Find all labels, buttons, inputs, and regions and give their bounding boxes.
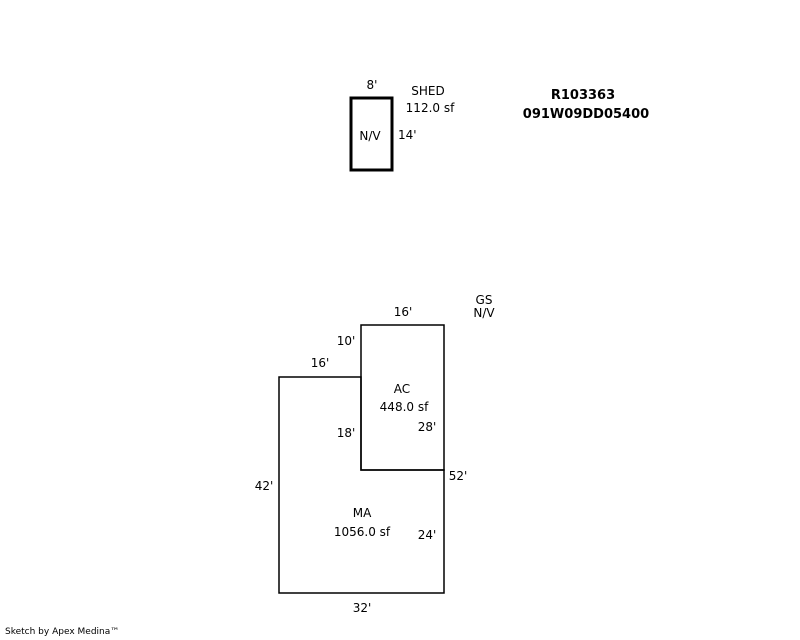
ma-dim-bottom: 32' <box>353 601 372 615</box>
ac-dim-left-upper: 10' <box>337 334 356 348</box>
ac-outline <box>360 324 445 471</box>
ma-area: 1056.0 sf <box>334 525 391 539</box>
shed-area: 112.0 sf <box>406 101 455 115</box>
ac-dim-top: 16' <box>394 305 413 319</box>
ac-label: AC <box>394 382 410 396</box>
ma-dim-right: 24' <box>418 528 437 542</box>
ma-dim-top: 16' <box>311 356 330 370</box>
ma-label: MA <box>353 506 372 520</box>
shed-label: SHED <box>411 84 444 98</box>
parcel-account: R103363 <box>551 88 615 103</box>
shed-outline <box>349 96 394 172</box>
sketch-credit: Sketch by Apex Medina™ <box>5 627 120 637</box>
parcel-map-number: 091W09DD05400 <box>523 107 649 122</box>
ac-dim-right: 28' <box>418 420 437 434</box>
ma-dim-left: 42' <box>255 479 274 493</box>
ac-dim-left-lower: 18' <box>337 426 356 440</box>
gs-note: N/V <box>473 306 495 320</box>
gs-label: GS <box>476 293 493 307</box>
ac-area: 448.0 sf <box>380 400 429 414</box>
shed-dim-top: 8' <box>367 78 378 92</box>
ma-dim-right-total: 52' <box>449 469 468 483</box>
shed-note: N/V <box>359 129 381 143</box>
shed-dim-right: 14' <box>398 128 417 142</box>
